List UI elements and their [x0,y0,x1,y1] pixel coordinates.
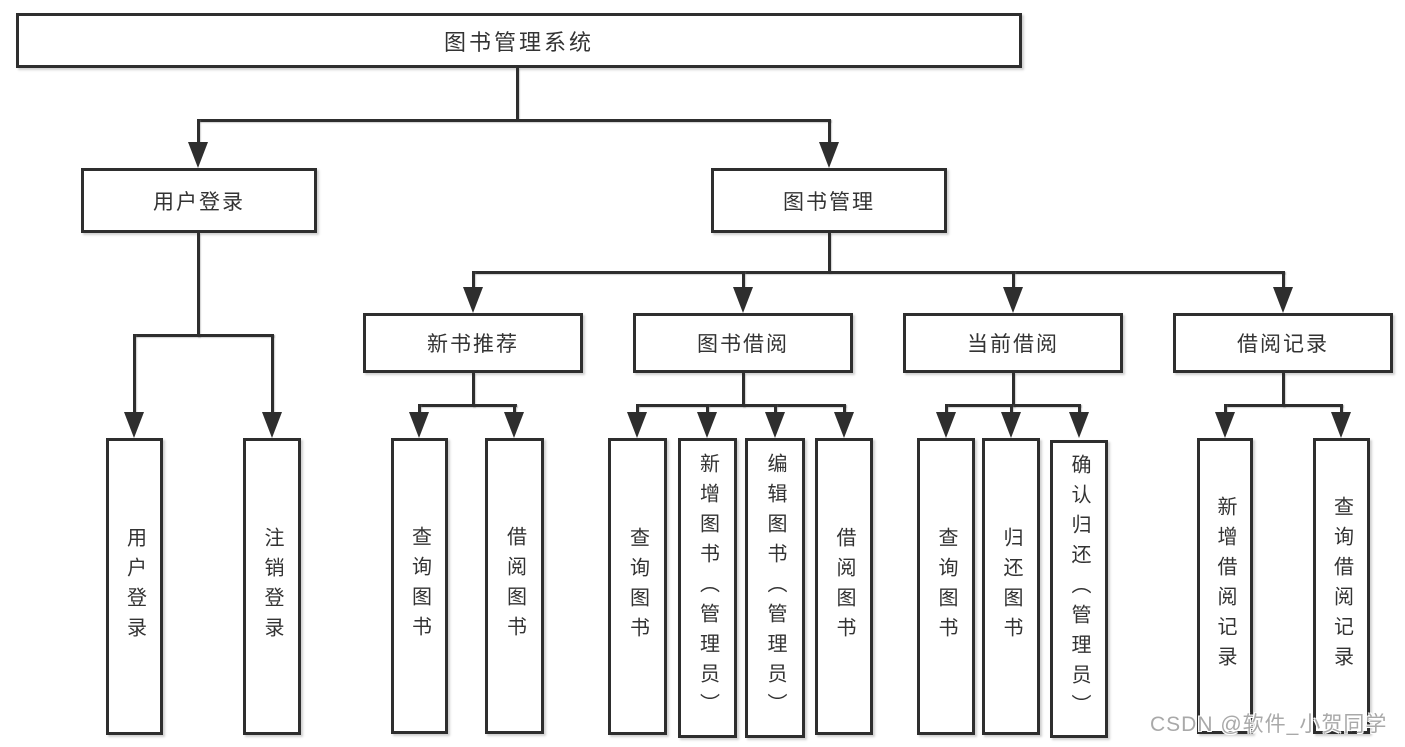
leaf-label: 查询借阅记录 [1330,496,1353,676]
connector-mgmt-branch [472,271,1285,274]
connector-root-stub [516,68,519,120]
connector-branch [636,404,846,407]
leaf-query-borrow-record: 查询借阅记录 [1313,438,1370,734]
connector-drop [1340,404,1343,415]
node-label: 图书借阅 [697,333,789,356]
node-current-borrow: 当前借阅 [903,313,1123,373]
node-borrow-records: 借阅记录 [1173,313,1393,373]
arrow-down-icon [1215,412,1235,438]
leaf-label: 借阅图书 [833,526,855,647]
node-label: 用户登录 [153,190,245,214]
arrow-down-icon [504,412,524,438]
connector-stub [1282,373,1285,407]
leaf-label: 新增借阅记录 [1214,496,1236,676]
node-library-system: 图书管理系统 [16,13,1022,68]
connector-login-stub [197,233,200,337]
arrow-down-icon [1273,287,1293,313]
node-label: 当前借阅 [967,333,1059,356]
arrow-down-icon [1331,412,1351,438]
node-label: 借阅记录 [1237,333,1329,356]
leaf-user-login: 用户登录 [106,438,163,735]
connector-drop [1078,404,1081,415]
connector-mgmt-drop [828,119,831,145]
arrow-down-icon [733,287,753,313]
leaf-label: 查询图书 [935,526,957,647]
connector-drop [636,404,639,415]
connector-drop [706,404,709,415]
arrow-down-icon [409,412,429,438]
leaf-edit-book-admin: 编辑图书（管理员） [745,438,805,738]
leaf-confirm-return-admin: 确认归还（管理员） [1050,440,1108,738]
node-label: 图书管理系统 [443,29,594,55]
leaf-label: 新增图书（管理员） [696,453,719,723]
leaf-label: 编辑图书（管理员） [764,453,786,723]
node-user-login: 用户登录 [81,168,317,233]
leaf-label: 确认归还（管理员） [1068,454,1090,724]
arrow-down-icon [188,142,208,168]
connector-drop [742,271,745,290]
leaf-return-book: 归还图书 [982,438,1040,735]
node-label: 图书管理 [783,190,875,214]
arrow-down-icon [1003,287,1023,313]
connector-root-branch [198,119,831,122]
arrow-down-icon [1069,412,1089,438]
leaf-borrow-books-recommend: 借阅图书 [485,438,544,734]
node-new-book-recommend: 新书推荐 [363,313,583,373]
leaf-query-books-recommend: 查询图书 [391,438,448,734]
connector-drop [133,334,136,415]
connector-drop [271,334,274,415]
connector-drop [1012,271,1015,290]
leaf-label: 查询图书 [626,526,649,647]
node-book-management: 图书管理 [711,168,947,233]
leaf-logout: 注销登录 [243,438,301,735]
connector-drop [418,404,421,415]
leaf-query-books-current: 查询图书 [917,438,975,735]
connector-branch [1224,404,1343,407]
arrow-down-icon [262,412,282,438]
connector-drop [1010,404,1013,415]
arrow-down-icon [463,287,483,313]
leaf-label: 用户登录 [123,526,146,647]
watermark: CSDN @软件_小贺同学 [1150,713,1388,736]
arrow-down-icon [627,412,647,438]
leaf-add-borrow-record: 新增借阅记录 [1197,438,1253,734]
arrow-down-icon [1001,412,1021,438]
arrow-down-icon [765,412,785,438]
connector-login-drop [197,119,200,145]
connector-drop [843,404,846,415]
leaf-label: 归还图书 [1000,526,1022,647]
connector-drop [1282,271,1285,290]
arrow-down-icon [697,412,717,438]
connector-stub [1012,373,1015,407]
node-label: 新书推荐 [427,333,519,356]
connector-drop [1224,404,1227,415]
leaf-borrow-books: 借阅图书 [815,438,873,735]
arrow-down-icon [936,412,956,438]
leaf-label: 注销登录 [261,526,283,647]
arrow-down-icon [834,412,854,438]
arrow-down-icon [124,412,144,438]
connector-drop [774,404,777,415]
leaf-label: 借阅图书 [503,526,526,646]
leaf-add-book-admin: 新增图书（管理员） [678,438,737,738]
connector-stub [742,373,745,407]
node-book-borrow: 图书借阅 [633,313,853,373]
connector-drop [472,271,475,290]
connector-drop [513,404,516,415]
connector-stub [472,373,475,407]
connector-mgmt-stub [828,233,831,273]
leaf-query-books-borrow: 查询图书 [608,438,667,735]
leaf-label: 查询图书 [408,526,431,646]
connector-drop [945,404,948,415]
connector-branch [945,404,1081,407]
connector-branch [418,404,517,407]
connector-login-branch [133,334,274,337]
arrow-down-icon [819,142,839,168]
